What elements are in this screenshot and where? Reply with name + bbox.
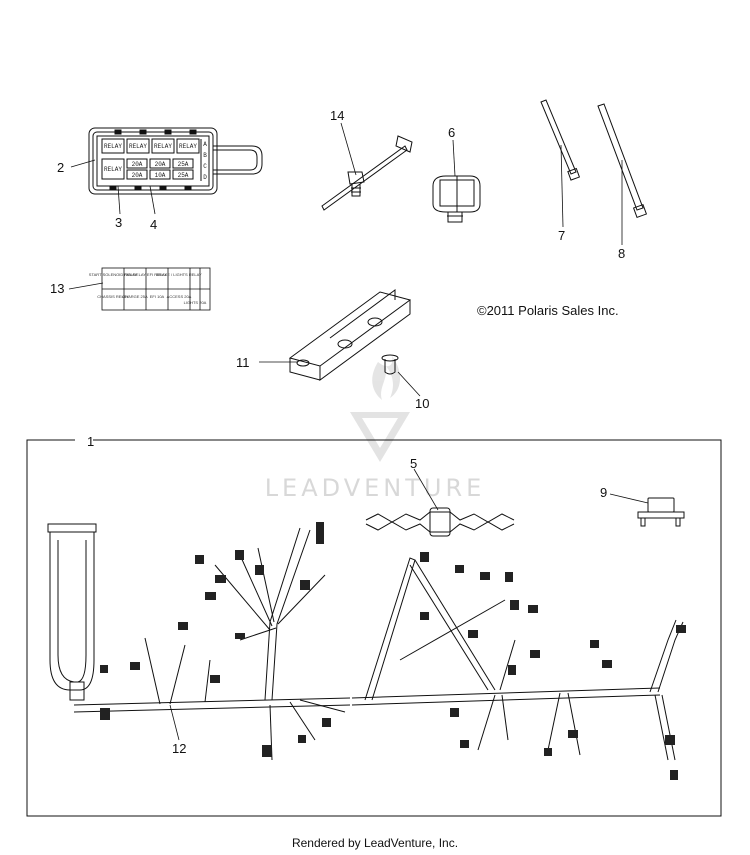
fuse-rating: 10A (155, 172, 166, 179)
relay-label: RELAY (154, 143, 172, 150)
relay-label: RELAY (129, 143, 147, 150)
connector-part (432, 175, 481, 223)
inline-fuse-lead (365, 507, 515, 537)
cable-tie-mount (321, 135, 413, 211)
callout-10: 10 (415, 396, 429, 411)
relay-label: RELAY (104, 166, 122, 173)
fuse-label-cell: FAN RELAY (124, 272, 146, 277)
fuse-box (88, 127, 263, 195)
push-rivet (381, 354, 399, 375)
relay-label: RELAY (104, 143, 122, 150)
fuse-box-text: RELAY RELAY RELAY RELAY RELAY 20A 20A 25… (104, 141, 207, 181)
fuse-side-letter: B (203, 152, 207, 159)
cable-tie-large (597, 103, 648, 219)
callout-7: 7 (558, 228, 565, 243)
callout-2: 2 (57, 160, 64, 175)
fuse-label-cell: LIGHTS 20A (184, 300, 207, 305)
fuse-label-cell: BRAKE / LIGHTS RELAY (156, 272, 202, 277)
bracket-part (288, 289, 412, 381)
fuse-rating: 25A (178, 161, 189, 168)
fuse-label-cell: EFI 10A (150, 294, 165, 299)
wire-harness-left (47, 523, 351, 761)
callout-3: 3 (115, 215, 122, 230)
fuse-label-decal (101, 267, 211, 311)
leadventure-watermark: LEADVENTURE (265, 356, 486, 502)
callout-1: 1 (87, 434, 94, 449)
callout-4: 4 (150, 217, 157, 232)
callout-leaders (68, 122, 649, 741)
fuse-label-cell: EFI RELAY (147, 272, 167, 277)
fuse-rating: 20A (155, 161, 166, 168)
wire-harness-right (351, 557, 684, 761)
callout-5: 5 (410, 456, 417, 471)
fuse-label-cell: START SOLENOID RELAY (89, 272, 138, 277)
relay-part (637, 497, 685, 527)
callout-8: 8 (618, 246, 625, 261)
cable-tie-small (540, 99, 581, 181)
harness-frame (26, 439, 722, 817)
fuse-side-letter: C (203, 163, 207, 170)
fuse-label-text: START SOLENOID RELAY FAN RELAY EFI RELAY… (89, 272, 207, 305)
callout-numbers: 1 2 3 4 5 6 7 8 9 10 11 12 13 14 (50, 108, 625, 756)
relay-label: RELAY (179, 143, 197, 150)
harness-connector-tags (100, 522, 686, 780)
fuse-label-cell: CHARGE 25A (122, 294, 148, 299)
callout-9: 9 (600, 485, 607, 500)
fuse-rating: 20A (132, 172, 143, 179)
fuse-rating: 20A (132, 161, 143, 168)
callout-11: 11 (236, 355, 250, 370)
fuse-side-letter: A (203, 141, 207, 148)
copyright-notice: ©2011 Polaris Sales Inc. (477, 303, 619, 318)
watermark-text: LEADVENTURE (265, 474, 486, 502)
callout-6: 6 (448, 125, 455, 140)
callout-12: 12 (172, 741, 186, 756)
fuse-label-cell: CHASSIS RELAY (97, 294, 129, 299)
fuse-side-letter: D (203, 174, 207, 181)
fuse-label-cell: ACCESS 20A (167, 294, 192, 299)
callout-13: 13 (50, 281, 64, 296)
fuse-rating: 25A (178, 172, 189, 179)
callout-14: 14 (330, 108, 344, 123)
footer-credit: Rendered by LeadVenture, Inc. (291, 836, 459, 850)
